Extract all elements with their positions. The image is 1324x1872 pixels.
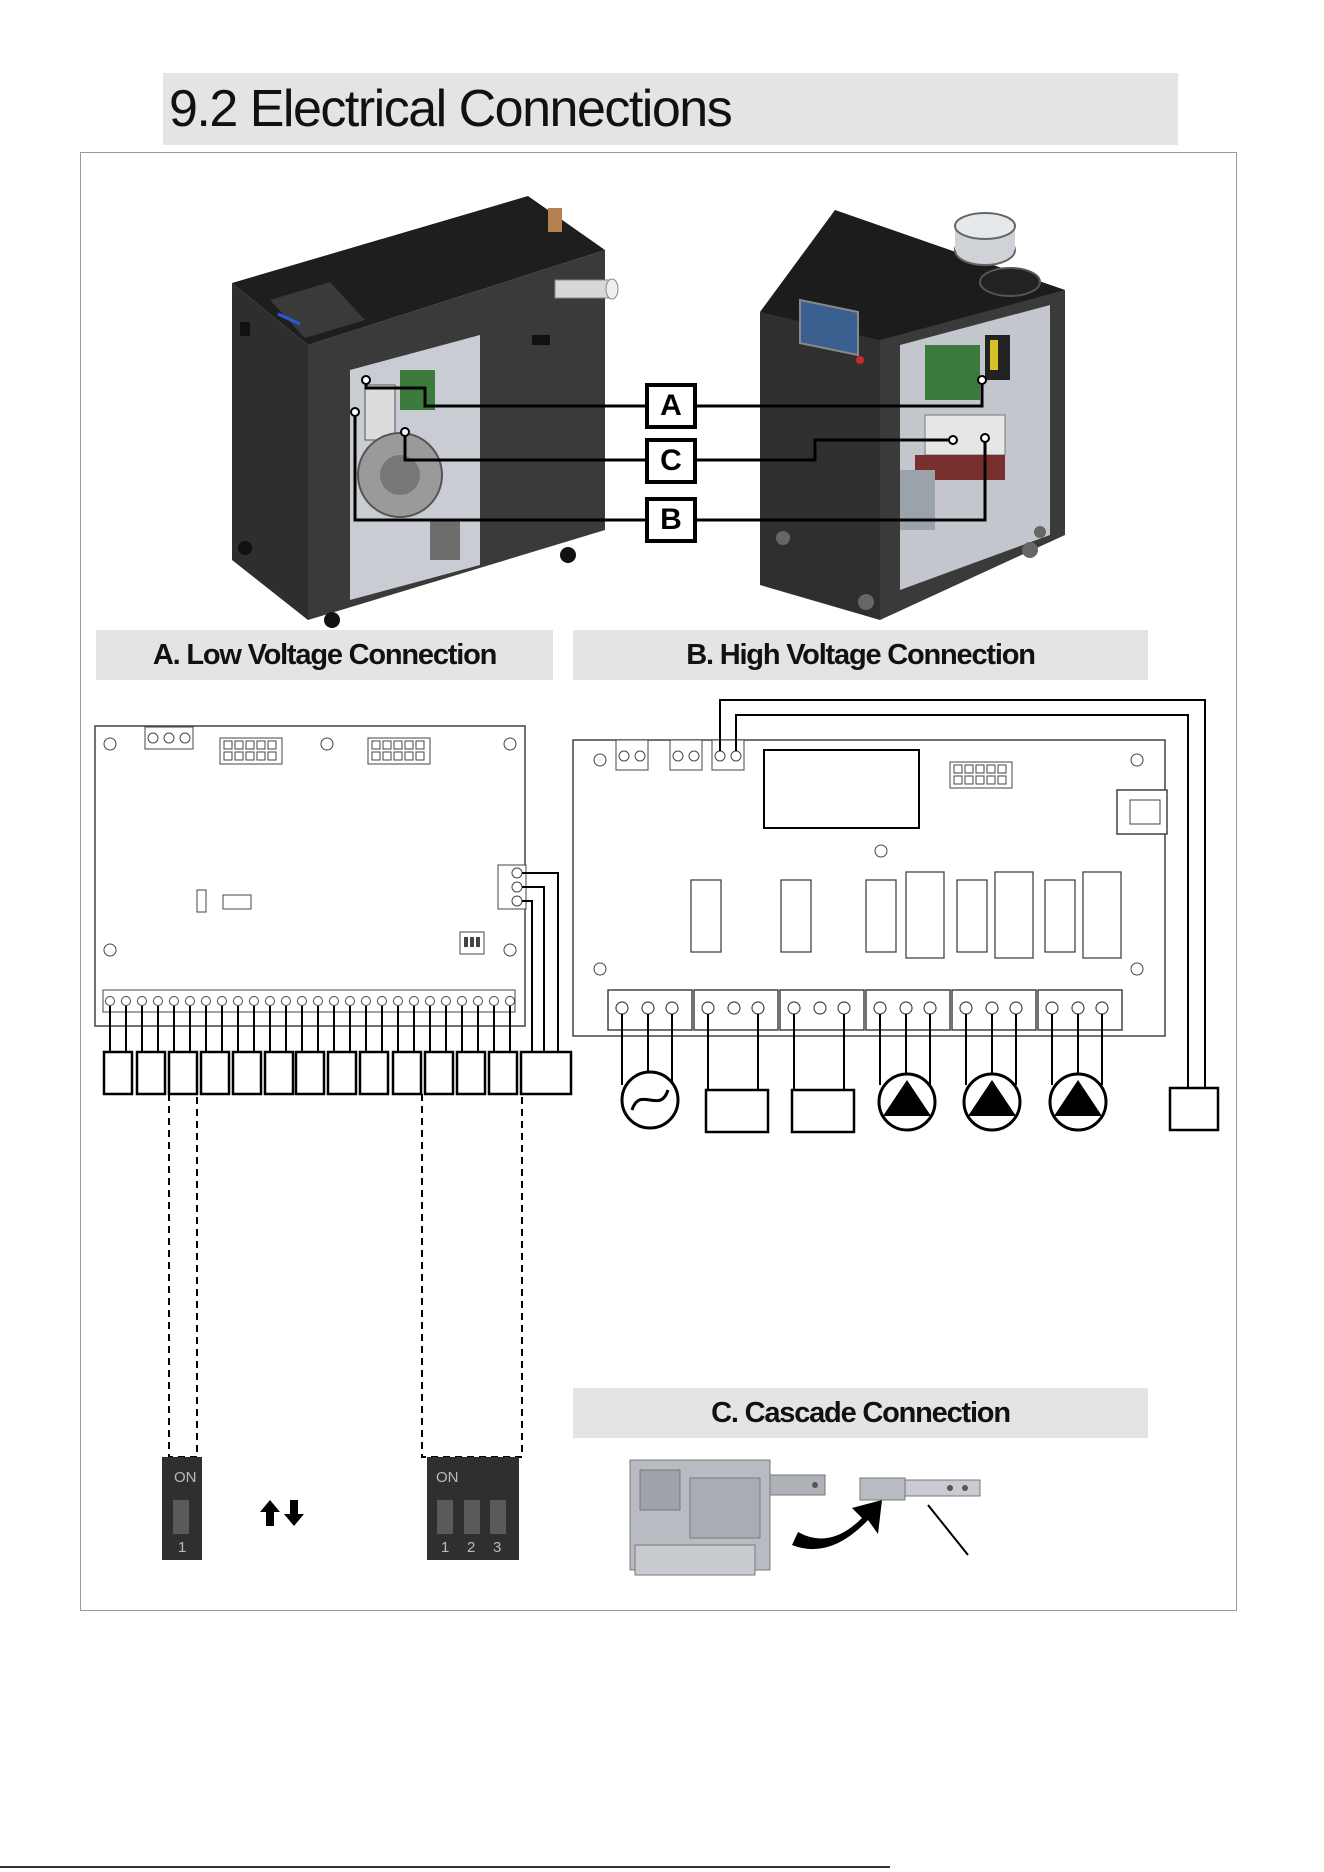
dip-single-pos-1: 1 <box>178 1539 186 1556</box>
dip-triple-pos-2: 2 <box>467 1539 475 1556</box>
dip-triple-pos-1: 1 <box>441 1539 449 1556</box>
cascade-terminator <box>860 1478 980 1500</box>
pump-icon <box>964 1074 1020 1130</box>
section-low-voltage: A. Low Voltage Connection <box>96 630 553 680</box>
pump-icon <box>1050 1074 1106 1130</box>
section-cascade-label: C. Cascade Connection <box>711 1397 1010 1430</box>
dip-single-on-label: ON <box>174 1469 197 1486</box>
cascade-module <box>630 1460 825 1575</box>
callout-b: B <box>645 497 697 543</box>
curved-arrow-icon <box>792 1500 882 1549</box>
power-supply-icon <box>622 1072 678 1128</box>
callout-c: C <box>645 438 697 484</box>
section-low-voltage-label: A. Low Voltage Connection <box>153 639 496 672</box>
pump-icon <box>879 1074 935 1130</box>
callout-a: A <box>645 383 697 429</box>
high-voltage-board <box>573 700 1205 1090</box>
cascade-pointer-line <box>928 1505 968 1555</box>
arrow-up-down-icon <box>260 1500 304 1526</box>
boiler-left <box>232 196 618 628</box>
section-cascade: C. Cascade Connection <box>573 1388 1148 1438</box>
section-high-voltage: B. High Voltage Connection <box>573 630 1148 680</box>
dip-triple-on-label: ON <box>436 1469 459 1486</box>
boiler-right <box>760 210 1065 620</box>
bottom-rule <box>0 1866 890 1868</box>
low-voltage-board <box>95 726 571 1457</box>
dip-triple-pos-3: 3 <box>493 1539 501 1556</box>
section-high-voltage-label: B. High Voltage Connection <box>686 639 1034 672</box>
load-boxes <box>706 1088 1218 1132</box>
